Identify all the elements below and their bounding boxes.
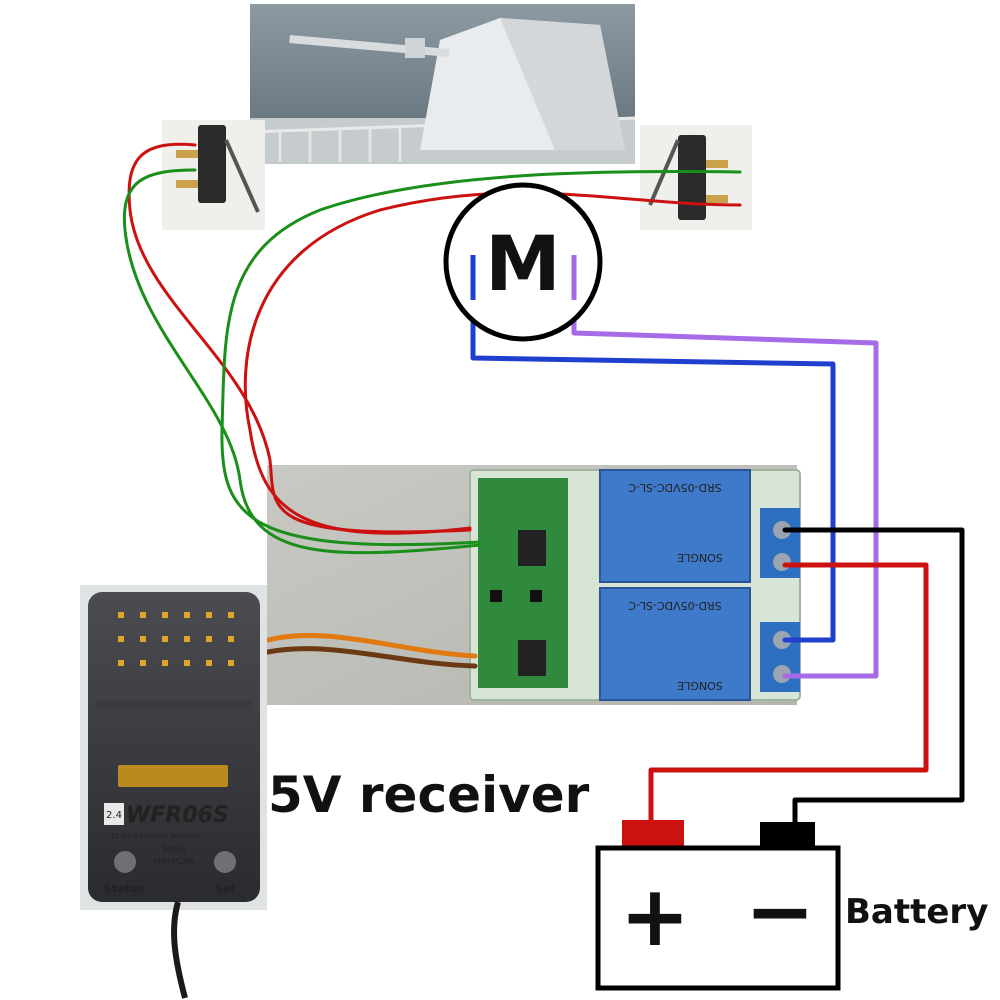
limit-switch-right — [640, 125, 752, 230]
motor-label: M — [485, 219, 561, 308]
svg-text:SONGLE: SONGLE — [677, 679, 723, 692]
svg-text:Set: Set — [215, 882, 236, 895]
green-wire-right-switch — [220, 169, 742, 547]
green-wire-left-switch — [122, 168, 482, 555]
svg-text:6086: 6086 — [163, 845, 186, 855]
receiver-label: 5V receiver — [268, 766, 590, 824]
svg-text:WFR06S: WFR06S — [126, 803, 229, 828]
status-led — [114, 851, 136, 873]
svg-text:2.4: 2.4 — [106, 810, 122, 821]
battery-body — [595, 845, 841, 991]
limit-switch-left — [162, 120, 265, 230]
servo-wire-orange — [265, 633, 478, 659]
battery-minus-sign: − — [745, 862, 815, 960]
svg-text:SRD-05VDC-SL-C: SRD-05VDC-SL-C — [628, 599, 722, 612]
relay-board-photo: SRD-05VDC-SL-C SONGLE SRD-05VDC-SL-C SON… — [267, 465, 801, 705]
servo-wire-brown — [265, 646, 478, 669]
red-wire-right-switch — [243, 191, 742, 535]
receiver-pin-header — [118, 612, 234, 666]
receiver-antenna — [171, 901, 188, 999]
battery-symbol: + − — [595, 820, 841, 991]
battery-negative-terminal — [760, 822, 815, 850]
battery-plus-sign: + — [620, 867, 690, 965]
motor-symbol: M — [443, 182, 603, 342]
svg-text:PPM/PCMS: PPM/PCMS — [153, 857, 195, 866]
black-battery-wire — [782, 527, 965, 829]
red-battery-wire — [648, 562, 929, 829]
relay-2 — [599, 587, 751, 701]
receiver-device: 2.4 WFR06S 12 Bit 6 Channel Receiver 608… — [80, 585, 267, 999]
svg-text:SONGLE: SONGLE — [677, 551, 723, 564]
set-button — [214, 851, 236, 873]
svg-text:Status: Status — [104, 882, 145, 895]
svg-text:12 Bit 6 Channel Receiver: 12 Bit 6 Channel Receiver — [110, 832, 201, 840]
gun-turret-photo — [249, 4, 636, 164]
battery-label: Battery — [845, 892, 988, 932]
red-wire-left-switch — [127, 142, 472, 534]
relay-1 — [599, 469, 751, 583]
svg-text:SRD-05VDC-SL-C: SRD-05VDC-SL-C — [628, 481, 722, 494]
battery-positive-terminal — [622, 820, 684, 848]
